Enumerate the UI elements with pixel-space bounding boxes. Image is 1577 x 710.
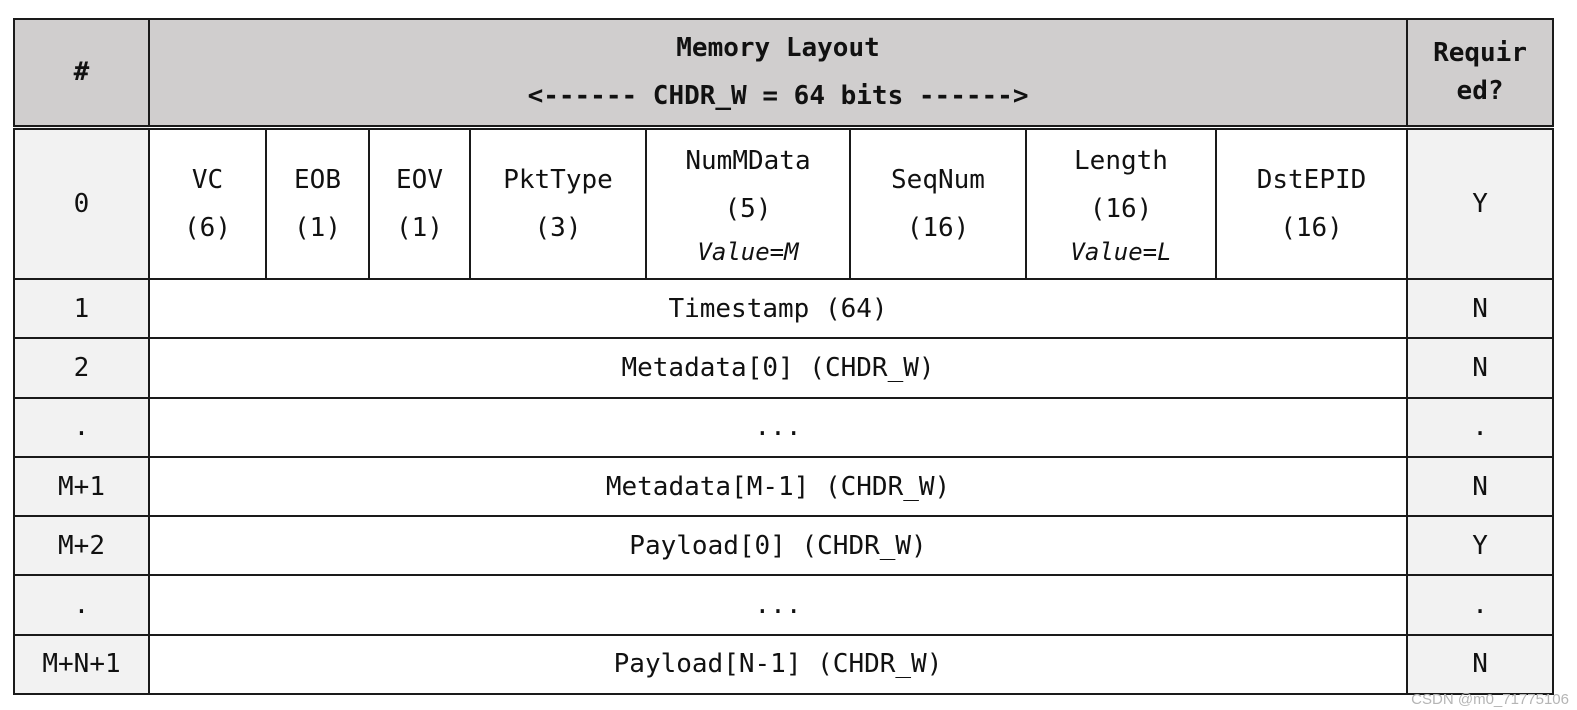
field-bits: (1) [396, 213, 443, 244]
required-value: Y [1406, 515, 1555, 577]
required-value: N [1406, 633, 1555, 696]
table-row: 1 Timestamp (64) N [13, 278, 1555, 340]
field-name: EOB [294, 165, 341, 196]
table-row: M+1 Metadata[M-1] (CHDR_W) N [13, 455, 1555, 518]
required-header-line2: ed? [1456, 76, 1504, 107]
field-cell: PktType (3) [469, 126, 647, 281]
field-name: EOV [396, 165, 443, 196]
row-index: . [13, 396, 150, 458]
field-cell: Length (16) Value=L [1025, 126, 1217, 281]
field-cell: SeqNum (16) [849, 126, 1027, 281]
required-value: . [1406, 396, 1555, 458]
required-value: N [1406, 278, 1555, 340]
field-name: DstEPID [1256, 165, 1367, 196]
row-index: 1 [13, 278, 150, 340]
field-bits: (3) [534, 213, 582, 244]
field-bits: (16) [906, 213, 970, 244]
header-row: # Memory Layout <------ CHDR_W = 64 bits… [13, 17, 1555, 129]
watermark-text: CSDN @m0_71775106 [1411, 691, 1569, 708]
required-column-header: Requir ed? [1406, 17, 1555, 129]
row-index: M+2 [13, 515, 150, 577]
memory-layout-header: Memory Layout <------ CHDR_W = 64 bits -… [147, 17, 1409, 129]
field-name: Length [1074, 146, 1168, 177]
table-row: 2 Metadata[0] (CHDR_W) N [13, 337, 1555, 399]
field-bits: (1) [294, 213, 341, 244]
table-row: . ... . [13, 396, 1555, 458]
row-content: Payload[N-1] (CHDR_W) [147, 633, 1409, 696]
row-index: . [13, 574, 150, 636]
required-value: N [1406, 455, 1555, 518]
row-index: M+1 [13, 455, 150, 518]
table-row: M+2 Payload[0] (CHDR_W) Y [13, 515, 1555, 577]
table-row: . ... . [13, 574, 1555, 636]
required-value: . [1406, 574, 1555, 636]
field-value-note: Value=M [697, 238, 799, 267]
field-cell: EOV (1) [368, 126, 471, 281]
table-row: 0 VC (6) EOB (1) EOV (1) PktType (3) Num… [13, 126, 1555, 281]
table-row: M+N+1 Payload[N-1] (CHDR_W) N [13, 633, 1555, 696]
row-content: Payload[0] (CHDR_W) [147, 515, 1409, 577]
row-index: 2 [13, 337, 150, 399]
row-content: ... [147, 574, 1409, 636]
field-bits: (5) [724, 194, 772, 225]
field-cell: DstEPID (16) [1214, 126, 1409, 281]
row-content: ... [147, 396, 1409, 458]
memory-layout-title: Memory Layout [676, 33, 880, 64]
field-bits: (16) [1280, 213, 1343, 244]
row-content: Timestamp (64) [147, 278, 1409, 340]
field-cell: NumMData (5) Value=M [645, 126, 851, 281]
field-bits: (6) [184, 213, 231, 244]
required-value: Y [1406, 126, 1555, 281]
width-note: <------ CHDR_W = 64 bits ------> [527, 81, 1029, 112]
index-column-header: # [13, 17, 150, 129]
chdr-memory-layout-table: # Memory Layout <------ CHDR_W = 64 bits… [13, 17, 1555, 696]
required-value: N [1406, 337, 1555, 399]
field-cell: EOB (1) [265, 126, 370, 281]
row-index: M+N+1 [13, 633, 150, 696]
field-name: VC [191, 165, 224, 196]
required-header-line1: Requir [1433, 38, 1527, 69]
field-value-note: Value=L [1070, 238, 1172, 267]
row-index: 0 [13, 126, 150, 281]
field-name: SeqNum [891, 165, 985, 196]
row-content: Metadata[M-1] (CHDR_W) [147, 455, 1409, 518]
row-content: Metadata[0] (CHDR_W) [147, 337, 1409, 399]
field-cell: VC (6) [148, 126, 267, 281]
field-bits: (16) [1089, 194, 1153, 225]
field-name: PktType [503, 165, 613, 196]
field-name: NumMData [685, 146, 811, 177]
